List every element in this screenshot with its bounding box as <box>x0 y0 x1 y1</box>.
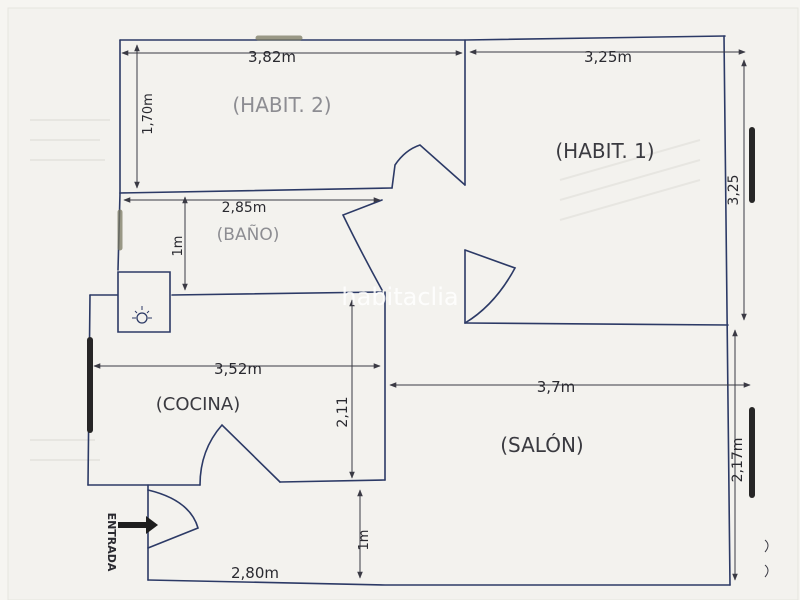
dim-label-habit2-height: 1,70m <box>141 93 156 135</box>
dim-label-entrance-depth: 1m <box>357 530 372 551</box>
dim-label-habit1-height: 3,25 <box>726 174 742 205</box>
room-label-cocina: (COCINA) <box>156 394 240 415</box>
light-fixture-icon <box>132 306 152 324</box>
room-labels: (HABIT. 2) (HABIT. 1) (BAÑO) (COCINA) (S… <box>156 93 655 457</box>
dim-label-top-right: 3,25m <box>584 48 632 66</box>
walls <box>87 35 731 586</box>
windows <box>87 35 755 498</box>
dim-label-bano-width: 2,85m <box>222 200 267 216</box>
dim-label-bano-height: 1m <box>171 236 186 257</box>
doors <box>147 144 517 549</box>
dim-label-cocina-height: 2,11 <box>335 396 351 427</box>
dim-label-top-left: 3,82m <box>248 48 296 66</box>
entrance-label: ENTRADA <box>105 513 118 572</box>
entrance-arrow-icon <box>118 516 158 534</box>
room-label-habit2: (HABIT. 2) <box>232 93 331 117</box>
dim-label-salon-height: 2,17m <box>730 438 746 483</box>
paper-texture <box>30 119 701 461</box>
room-label-salon: (SALÓN) <box>500 433 584 457</box>
dim-label-cocina-width: 3,52m <box>214 360 262 378</box>
watermark-logo: habitaclia <box>341 283 458 311</box>
room-label-bano: (BAÑO) <box>217 223 280 245</box>
dim-label-salon-width: 3,7m <box>537 378 575 396</box>
dim-label-entrance-width: 2,80m <box>231 564 279 582</box>
dimension-lines <box>93 44 769 581</box>
room-label-habit1: (HABIT. 1) <box>555 139 654 163</box>
dimension-labels: 3,82m 3,25m 1,70m 2,85m 1m 3,25 3,52m 2,… <box>141 48 746 582</box>
